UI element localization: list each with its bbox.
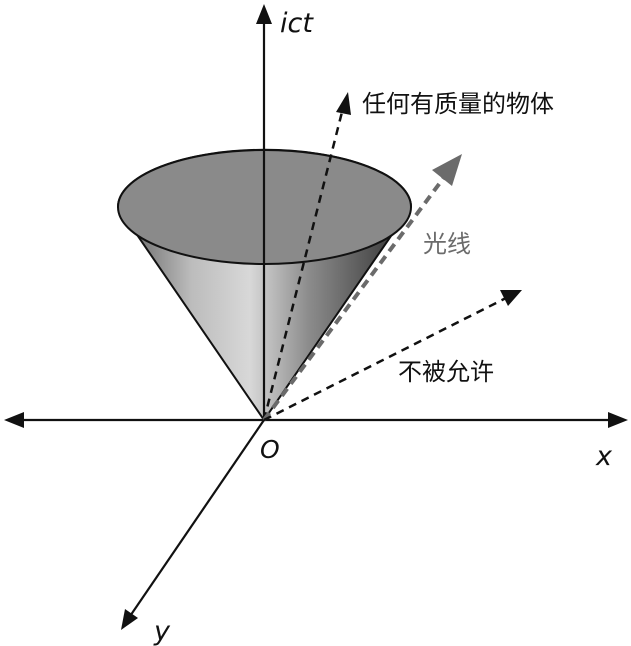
x-axis-arrowhead-right: [608, 412, 628, 428]
x-axis-label: x: [595, 441, 613, 472]
ict-axis-arrowhead: [256, 4, 272, 24]
y-axis: [125, 419, 265, 623]
light-ray-arrowhead: [432, 154, 462, 186]
spacelike-path: [263, 294, 511, 422]
x-axis-arrowhead-left: [4, 412, 24, 428]
y-axis-label: y: [153, 616, 171, 646]
y-axis-arrowhead: [121, 609, 138, 630]
massive-object-arrowhead: [336, 92, 351, 115]
not-allowed-label: 不被允许: [398, 358, 494, 386]
light-ray-label: 光线: [423, 230, 471, 258]
light-ray: [262, 170, 450, 422]
origin-label: O: [260, 435, 280, 464]
massive-object-label: 任何有质量的物体: [362, 90, 554, 118]
spacelike-path-arrowhead: [500, 290, 522, 306]
massive-object-worldline: [262, 107, 345, 421]
ict-axis-label: ict: [280, 8, 314, 39]
